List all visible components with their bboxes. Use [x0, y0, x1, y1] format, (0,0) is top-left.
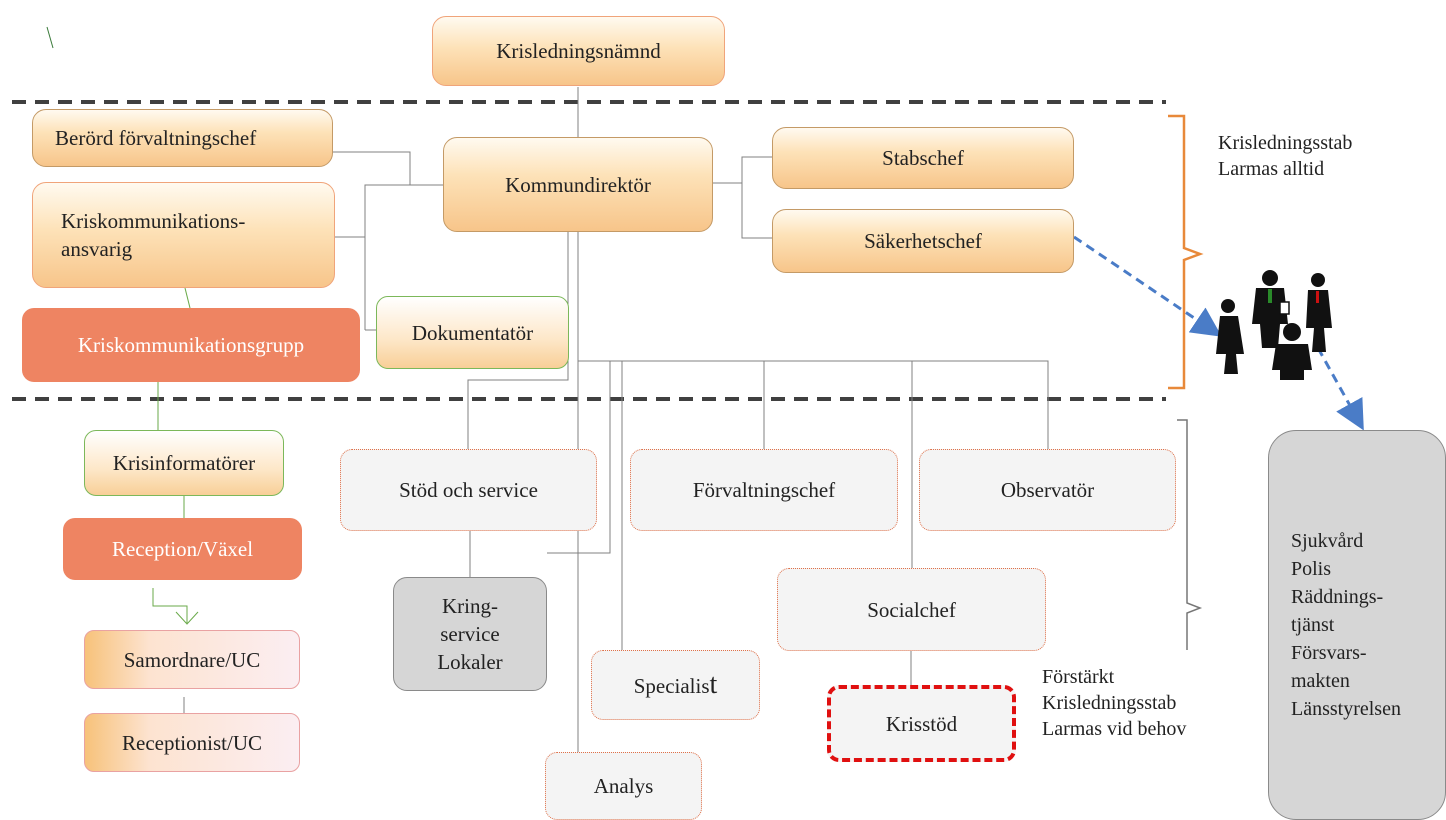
stab-bracket	[1168, 114, 1204, 390]
people-group-icon	[1216, 270, 1332, 380]
kommundirektor-label: Kommundirektör	[505, 172, 651, 197]
samordnare-box[interactable]: Samordnare/UC	[84, 630, 300, 689]
reception-label: Reception/Växel	[111, 537, 254, 561]
forstarkt-label: Förstärkt Krisledningsstab Larmas vid be…	[1042, 666, 1187, 740]
specialist-label-main: Specialis	[633, 673, 710, 698]
krisledningsnamnd-label: Krisledningsnämnd	[496, 39, 661, 63]
socialchef-label: Socialchef	[867, 597, 956, 622]
forvaltningschef-box[interactable]: Förvaltningschef	[630, 449, 898, 531]
dokumentator-box[interactable]: Dokumentatör	[376, 296, 569, 369]
stod-och-service-box[interactable]: Stöd och service	[340, 449, 597, 531]
analys-label: Analys	[593, 774, 654, 798]
krisinformatorer-box[interactable]: Krisinformatörer	[84, 430, 284, 496]
stabschef-box[interactable]: Stabschef	[772, 127, 1074, 189]
arrow-to-external	[1316, 347, 1364, 431]
external-agencies-label: Sjukvård Polis Räddnings- tjänst Försvar…	[1291, 530, 1401, 720]
stabschef-label: Stabschef	[882, 146, 964, 170]
specialist-label: Specialist	[633, 668, 718, 700]
kommundirektor-box[interactable]: Kommundirektör	[443, 137, 713, 232]
kommunikationsansvarig-label: Kriskommunikations- ansvarig	[61, 209, 246, 261]
sakerhetschef-label: Säkerhetschef	[864, 229, 982, 253]
kringservice-label: Kring- service Lokaler	[437, 594, 503, 674]
reception-vaxel-box[interactable]: Reception/Växel	[63, 518, 302, 580]
krisstod-box[interactable]: Krisstöd	[827, 685, 1016, 762]
krisinformatorer-label: Krisinformatörer	[112, 451, 256, 475]
observator-label: Observatör	[1000, 478, 1095, 502]
arrow-to-people	[1073, 235, 1222, 337]
socialchef-box[interactable]: Socialchef	[777, 568, 1046, 651]
forstarkt-bracket	[1177, 419, 1203, 650]
samordnare-label: Samordnare/UC	[123, 647, 261, 672]
krisledningsnamnd-box[interactable]: Krisledningsnämnd	[432, 16, 725, 86]
kriskommunikationsgrupp-box[interactable]: Kriskommunikationsgrupp	[22, 308, 360, 382]
specialist-box[interactable]: Specialist	[591, 650, 760, 720]
kriskommunikationsansvarig-box[interactable]: Kriskommunikations- ansvarig	[32, 182, 335, 288]
forvaltningschef-label: Förvaltningschef	[692, 478, 836, 502]
stray-mark	[46, 26, 54, 49]
berord-forvaltningschef-box[interactable]: Berörd förvaltningschef	[32, 109, 333, 167]
kringservice-box[interactable]: Kring- service Lokaler	[393, 577, 547, 691]
external-agencies-box[interactable]: Sjukvård Polis Räddnings- tjänst Försvar…	[1268, 430, 1446, 820]
specialist-label-tail: t	[709, 668, 718, 700]
analys-box[interactable]: Analys	[545, 752, 702, 820]
observator-box[interactable]: Observatör	[919, 449, 1176, 531]
krisstod-label: Krisstöd	[885, 711, 958, 736]
receptionist-label: Receptionist/UC	[122, 730, 262, 755]
kommunikationsgrupp-label: Kriskommunikationsgrupp	[77, 333, 305, 357]
stab-label: Krisledningsstab Larmas alltid	[1218, 132, 1353, 180]
receptionist-box[interactable]: Receptionist/UC	[84, 713, 300, 772]
dokumentator-label: Dokumentatör	[411, 320, 534, 345]
sakerhetschef-box[interactable]: Säkerhetschef	[772, 209, 1074, 273]
berord-label: Berörd förvaltningschef	[55, 126, 257, 150]
stod-label: Stöd och service	[399, 478, 538, 502]
